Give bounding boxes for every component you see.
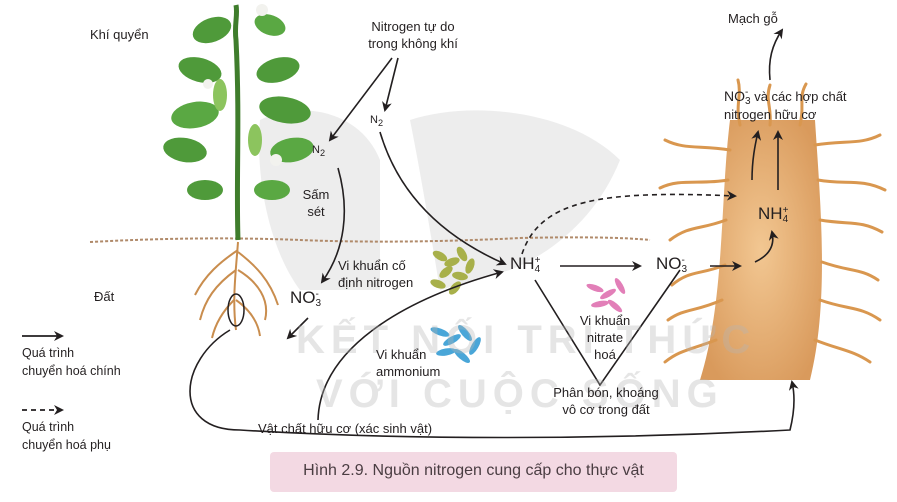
arrow-free-n2-to-right-n2 [382,57,399,112]
chem-no3-center: NO-3 [656,254,688,275]
label-fertilizer: Phân bón, khoáng vô cơ trong đất [553,385,659,417]
arrow-secondary-nh4-to-root [521,190,737,255]
arrow-root-to-organic [751,130,762,181]
label-n2-left: N2 [312,144,326,159]
arrow-organic-to-xylem [768,28,784,81]
arrow-n2-to-no3 [320,167,346,284]
label-ammonium-bacteria: Vi khuẩn ammonium [376,347,441,379]
arrow-fixation-to-no3 [286,317,309,340]
ground-line [89,236,651,243]
label-free-nitrogen: Nitrogen tự do trong không khí [368,19,458,51]
watermark-line-1: KẾT NỐI TRI THỨC [296,318,757,362]
arrow-nh4-to-fertilizer [534,269,681,387]
arrow-nodule-loop [189,329,799,439]
label-soil: Đất [94,289,115,304]
watermark-line-2: VỚI CUỘC SỐNG [316,372,724,416]
figure-caption-box: Hình 2.9. Nguồn nitrogen cung cấp cho th… [270,452,677,492]
chem-nh4-center: NH+4 [510,254,541,275]
arrow-n2-to-nh4 [379,131,507,266]
chem-no3-left: NO-3 [290,288,322,309]
arrow-organic-matter-to-nh4 [317,269,504,421]
arrow-root-nh4-inner [754,230,779,263]
root-nodule-highlight [227,293,245,327]
label-nitrate-bacteria: Vi khuẩn nitrate hoá [579,313,631,362]
process-arrows [189,28,799,439]
figure-caption: Hình 2.9. Nguồn nitrogen cung cấp cho th… [303,462,644,479]
plant-roots [194,241,279,339]
legend-secondary-label: Quá trình chuyển hoá phụ [22,420,111,452]
chem-nh4-root: NH+4 [758,204,789,225]
nitrate-bacteria [586,278,626,313]
ammonium-bacteria [430,325,481,363]
root-cross-section [658,78,887,380]
nitrogen-fixing-bacteria [430,246,475,295]
label-atmosphere: Khí quyển [90,27,149,42]
label-xylem: Mạch gỗ [728,11,778,26]
arrow-free-n2-to-left-n2 [328,57,393,142]
label-organic-matter: Vật chất hữu cơ (xác sinh vật) [258,421,433,436]
legend-main-label: Quá trình chuyển hoá chính [22,346,121,378]
label-lightning: Sấm sét [302,187,330,219]
label-organic-compounds: NO-3 và các hợp chất nitrogen hữu cơ [724,87,847,123]
label-n2-right: N2 [370,114,384,129]
bean-plant [163,4,314,241]
label-nitrogen-fixing-bacteria: Vi khuẩn cố định nitrogen [338,258,414,290]
